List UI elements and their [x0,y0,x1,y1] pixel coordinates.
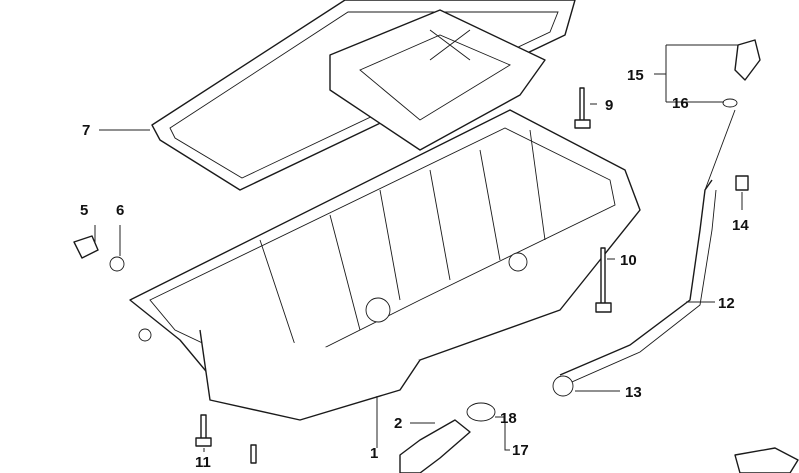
oil-pump-pickup [399,419,471,473]
part-label-10: 10 [620,252,637,269]
bolt-10 [595,247,612,313]
part-label-14: 14 [732,217,749,234]
bolt-14 [735,175,749,191]
bolt-9 [574,87,591,129]
part-label-7: 7 [82,122,90,139]
part-label-15: 15 [627,67,644,84]
part-label-9: 9 [605,97,613,114]
part-label-18: 18 [500,410,517,427]
sealing-ring-drain [109,256,125,272]
o-ring-13 [552,375,574,397]
part-label-17: 17 [512,442,529,459]
part-label-12: 12 [718,295,735,312]
drain-plug [73,235,99,259]
oil-pan [129,109,641,421]
part-label-5: 5 [80,202,88,219]
dipstick-tube [559,109,736,386]
dipstick-handle [722,39,761,108]
part-label-6: 6 [116,202,124,219]
part-label-16: 16 [672,95,689,112]
leader-lines [94,44,743,452]
part-label-2: 2 [394,415,402,432]
baffle-plate [329,9,546,151]
part-label-13: 13 [625,384,642,401]
part-label-11: 11 [195,454,211,471]
direction-arrow-icon [734,447,799,473]
bolt-11 [195,414,257,464]
part-label-1: 1 [370,445,378,462]
o-ring-18 [466,402,496,422]
